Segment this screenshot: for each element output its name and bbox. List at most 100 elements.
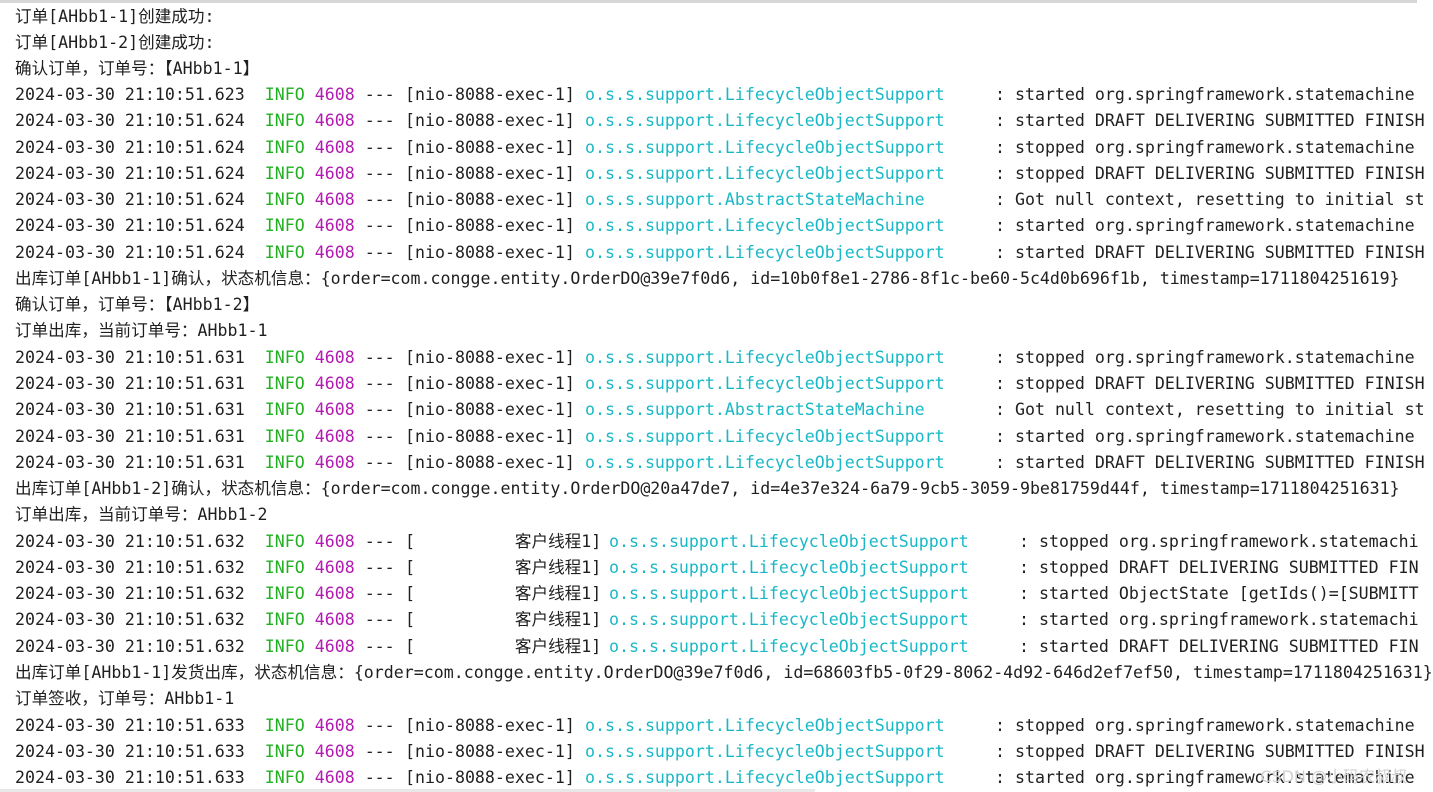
log-thread: [nio-8088-exec-1] [405, 768, 575, 787]
console-message-line: 出库订单[AHbb1-1]确认，状态机信息：{order=com.congge.… [15, 269, 1400, 288]
log-logger[interactable]: o.s.s.support.LifecycleObjectSupport [609, 637, 969, 656]
log-thread: [nio-8088-exec-1] [405, 453, 575, 472]
log-separator: --- [354, 453, 405, 472]
log-logger[interactable]: o.s.s.support.LifecycleObjectSupport [585, 85, 945, 104]
log-separator: --- [354, 716, 405, 735]
log-level: INFO [264, 111, 305, 130]
log-thread: [nio-8088-exec-1] [405, 348, 575, 367]
log-pid: 4608 [314, 453, 355, 472]
log-message: : started DRAFT DELIVERING SUBMITTED FIN… [995, 453, 1425, 472]
console-message-line: 订单[AHbb1-2]创建成功: [15, 33, 215, 52]
log-separator: --- [354, 742, 405, 761]
log-message: : stopped org.springframework.statemachi… [995, 716, 1415, 735]
log-logger[interactable]: o.s.s.support.LifecycleObjectSupport [609, 610, 969, 629]
log-logger[interactable]: o.s.s.support.LifecycleObjectSupport [585, 243, 945, 262]
console-message-line: 确认订单，订单号：【AHbb1-1】 [15, 59, 260, 78]
log-pid: 4608 [314, 768, 355, 787]
log-level: INFO [264, 243, 305, 262]
log-message: : Got null context, resetting to initial… [995, 400, 1425, 419]
log-message: : stopped DRAFT DELIVERING SUBMITTED FIN… [995, 742, 1425, 761]
log-logger[interactable]: o.s.s.support.LifecycleObjectSupport [585, 742, 945, 761]
log-logger[interactable]: o.s.s.support.LifecycleObjectSupport [585, 216, 945, 235]
log-pid: 4608 [314, 742, 355, 761]
log-date: 2024-03-30 21:10:51.631 [15, 427, 245, 446]
log-logger[interactable]: o.s.s.support.AbstractStateMachine [585, 400, 925, 419]
log-thread: [nio-8088-exec-1] [405, 243, 575, 262]
log-separator: --- [354, 374, 405, 393]
log-thread: [nio-8088-exec-1] [405, 716, 575, 735]
log-thread: [ 客户线程1] [405, 584, 602, 603]
log-message: : stopped org.springframework.statemachi [1019, 532, 1419, 551]
log-logger[interactable]: o.s.s.support.LifecycleObjectSupport [585, 716, 945, 735]
log-thread: [ 客户线程1] [405, 610, 602, 629]
log-separator: --- [354, 400, 405, 419]
log-pid: 4608 [314, 111, 355, 130]
log-message: : started org.springframework.statemachi… [995, 427, 1415, 446]
log-pid: 4608 [314, 716, 355, 735]
log-separator: --- [354, 111, 405, 130]
log-level: INFO [264, 374, 305, 393]
log-date: 2024-03-30 21:10:51.632 [15, 637, 245, 656]
log-logger[interactable]: o.s.s.support.LifecycleObjectSupport [609, 532, 969, 551]
log-logger[interactable]: o.s.s.support.LifecycleObjectSupport [585, 453, 945, 472]
log-pid: 4608 [314, 164, 355, 183]
log-level: INFO [264, 610, 305, 629]
log-separator: --- [354, 637, 405, 656]
log-logger[interactable]: o.s.s.support.LifecycleObjectSupport [585, 768, 945, 787]
log-pid: 4608 [314, 348, 355, 367]
log-thread: [ 客户线程1] [405, 637, 602, 656]
log-date: 2024-03-30 21:10:51.624 [15, 164, 245, 183]
log-logger[interactable]: o.s.s.support.LifecycleObjectSupport [585, 374, 945, 393]
log-pid: 4608 [314, 400, 355, 419]
log-separator: --- [354, 138, 405, 157]
log-message: : started org.springframework.statemachi… [995, 216, 1415, 235]
log-message: : Got null context, resetting to initial… [995, 190, 1425, 209]
log-message: : started ObjectState [getIds()=[SUBMITT [1019, 584, 1419, 603]
log-logger[interactable]: o.s.s.support.LifecycleObjectSupport [585, 164, 945, 183]
log-thread: [nio-8088-exec-1] [405, 427, 575, 446]
log-level: INFO [264, 85, 305, 104]
log-separator: --- [354, 243, 405, 262]
log-message: : started DRAFT DELIVERING SUBMITTED FIN… [995, 243, 1425, 262]
log-date: 2024-03-30 21:10:51.624 [15, 243, 245, 262]
log-date: 2024-03-30 21:10:51.624 [15, 111, 245, 130]
log-thread: [nio-8088-exec-1] [405, 374, 575, 393]
log-logger[interactable]: o.s.s.support.LifecycleObjectSupport [585, 348, 945, 367]
log-logger[interactable]: o.s.s.support.AbstractStateMachine [585, 190, 925, 209]
log-logger[interactable]: o.s.s.support.LifecycleObjectSupport [609, 558, 969, 577]
log-date: 2024-03-30 21:10:51.623 [15, 85, 245, 104]
log-message: : started DRAFT DELIVERING SUBMITTED FIN… [995, 111, 1425, 130]
log-date: 2024-03-30 21:10:51.631 [15, 374, 245, 393]
log-level: INFO [264, 584, 305, 603]
log-level: INFO [264, 190, 305, 209]
log-separator: --- [354, 85, 405, 104]
log-pid: 4608 [314, 190, 355, 209]
log-thread: [nio-8088-exec-1] [405, 400, 575, 419]
log-logger[interactable]: o.s.s.support.LifecycleObjectSupport [585, 111, 945, 130]
log-level: INFO [264, 453, 305, 472]
log-level: INFO [264, 637, 305, 656]
log-thread: [nio-8088-exec-1] [405, 190, 575, 209]
log-logger[interactable]: o.s.s.support.LifecycleObjectSupport [585, 427, 945, 446]
log-thread: [nio-8088-exec-1] [405, 742, 575, 761]
log-date: 2024-03-30 21:10:51.624 [15, 216, 245, 235]
log-message: : started org.springframework.statemachi… [995, 768, 1415, 787]
log-pid: 4608 [314, 532, 355, 551]
log-date: 2024-03-30 21:10:51.632 [15, 610, 245, 629]
log-logger[interactable]: o.s.s.support.LifecycleObjectSupport [609, 584, 969, 603]
horizontal-scrollbar[interactable] [0, 789, 815, 792]
log-level: INFO [264, 138, 305, 157]
log-level: INFO [264, 532, 305, 551]
log-date: 2024-03-30 21:10:51.632 [15, 584, 245, 603]
log-date: 2024-03-30 21:10:51.633 [15, 742, 245, 761]
console-message-line: 出库订单[AHbb1-1]发货出库，状态机信息：{order=com.congg… [15, 663, 1433, 682]
log-pid: 4608 [314, 374, 355, 393]
log-date: 2024-03-30 21:10:51.631 [15, 453, 245, 472]
log-logger[interactable]: o.s.s.support.LifecycleObjectSupport [585, 138, 945, 157]
log-separator: --- [354, 348, 405, 367]
log-pid: 4608 [314, 558, 355, 577]
log-message: : stopped org.springframework.statemachi… [995, 138, 1415, 157]
log-level: INFO [264, 558, 305, 577]
log-pid: 4608 [314, 216, 355, 235]
